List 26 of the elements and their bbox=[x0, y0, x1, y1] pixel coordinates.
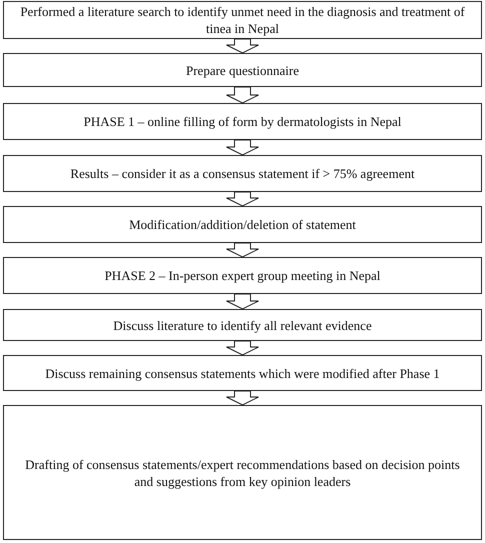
block-arrow bbox=[226, 140, 259, 156]
process-box bbox=[3, 1, 482, 39]
step-text: Discuss remaining consensus statements which were modified after Phase 1 bbox=[45, 364, 440, 382]
process-box bbox=[3, 355, 482, 391]
step-text: Results – consider it as a consensus statement if > 75% agreement bbox=[70, 165, 415, 182]
process-box bbox=[3, 155, 482, 192]
step-text: Discuss literature to identify all relevant evidence bbox=[113, 316, 372, 334]
process-box bbox=[3, 53, 482, 87]
process-box bbox=[3, 257, 482, 294]
block-arrow bbox=[226, 38, 259, 54]
process-box bbox=[3, 405, 482, 540]
block-arrow bbox=[226, 340, 259, 356]
block-arrow bbox=[226, 294, 259, 310]
step-text: PHASE 1 – online filling of form by dermatologists in Nepal bbox=[84, 113, 402, 130]
block-arrow bbox=[226, 390, 259, 406]
step-text: Performed a literature search to identify unmet need in the diagnosis and treatment of tinea in Nepal bbox=[19, 3, 466, 37]
step-text: Prepare questionnaire bbox=[186, 62, 299, 78]
process-box bbox=[3, 103, 482, 140]
process-box bbox=[3, 206, 482, 243]
block-arrow bbox=[226, 192, 259, 207]
step-text: Drafting of consensus statements/expert recommendations based on decision points and suggestions from key opinion leaders bbox=[24, 456, 461, 490]
step-text: PHASE 2 – In-person expert group meeting in Nepal bbox=[104, 267, 380, 284]
block-arrow bbox=[226, 86, 259, 104]
step-text: Modification/addition/deletion of statement bbox=[129, 216, 356, 233]
block-arrow bbox=[226, 242, 259, 258]
process-box bbox=[3, 309, 482, 341]
